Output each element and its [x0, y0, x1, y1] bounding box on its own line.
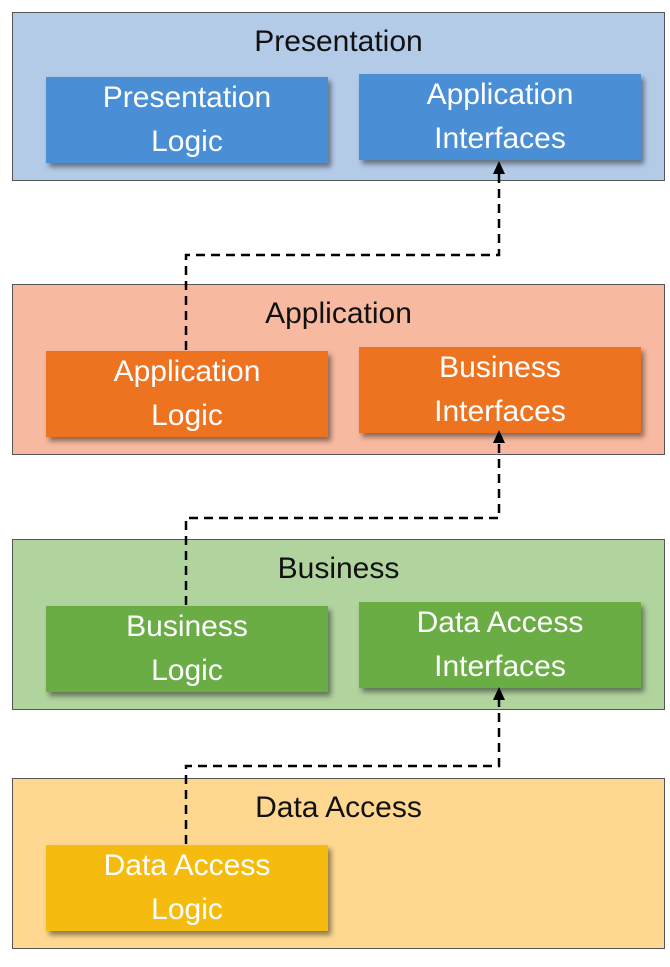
layer-presentation: Presentation Presentation Logic Applicat… [12, 12, 665, 181]
data-access-interfaces-label: Data Access Interfaces [416, 606, 584, 683]
layer-business: Business Business Logic Data Access Inte… [12, 539, 665, 710]
data-access-interfaces-box: Data Access Interfaces [359, 602, 641, 688]
business-logic-box: Business Logic [46, 606, 328, 692]
business-interfaces-box: Business Interfaces [359, 347, 641, 433]
business-interfaces-label: Business Interfaces [434, 351, 566, 428]
data-access-logic-box: Data Access Logic [46, 845, 328, 931]
application-logic-label: Application Logic [113, 355, 261, 432]
layer-data-access: Data Access Data Access Logic [12, 778, 665, 949]
layer-title-presentation: Presentation [254, 25, 423, 58]
layer-title-application: Application [265, 297, 412, 330]
business-logic-label: Business Logic [126, 610, 248, 687]
application-interfaces-label: Application Interfaces [426, 78, 574, 155]
presentation-logic-label: Presentation Logic [102, 81, 272, 158]
data-access-logic-label: Data Access Logic [103, 849, 271, 926]
application-interfaces-box: Application Interfaces [359, 74, 641, 160]
layer-title-data-access: Data Access [255, 791, 422, 824]
layer-title-business: Business [277, 552, 400, 585]
layer-application: Application Application Logic Business I… [12, 284, 665, 455]
application-logic-box: Application Logic [46, 351, 328, 437]
presentation-logic-box: Presentation Logic [46, 77, 328, 163]
